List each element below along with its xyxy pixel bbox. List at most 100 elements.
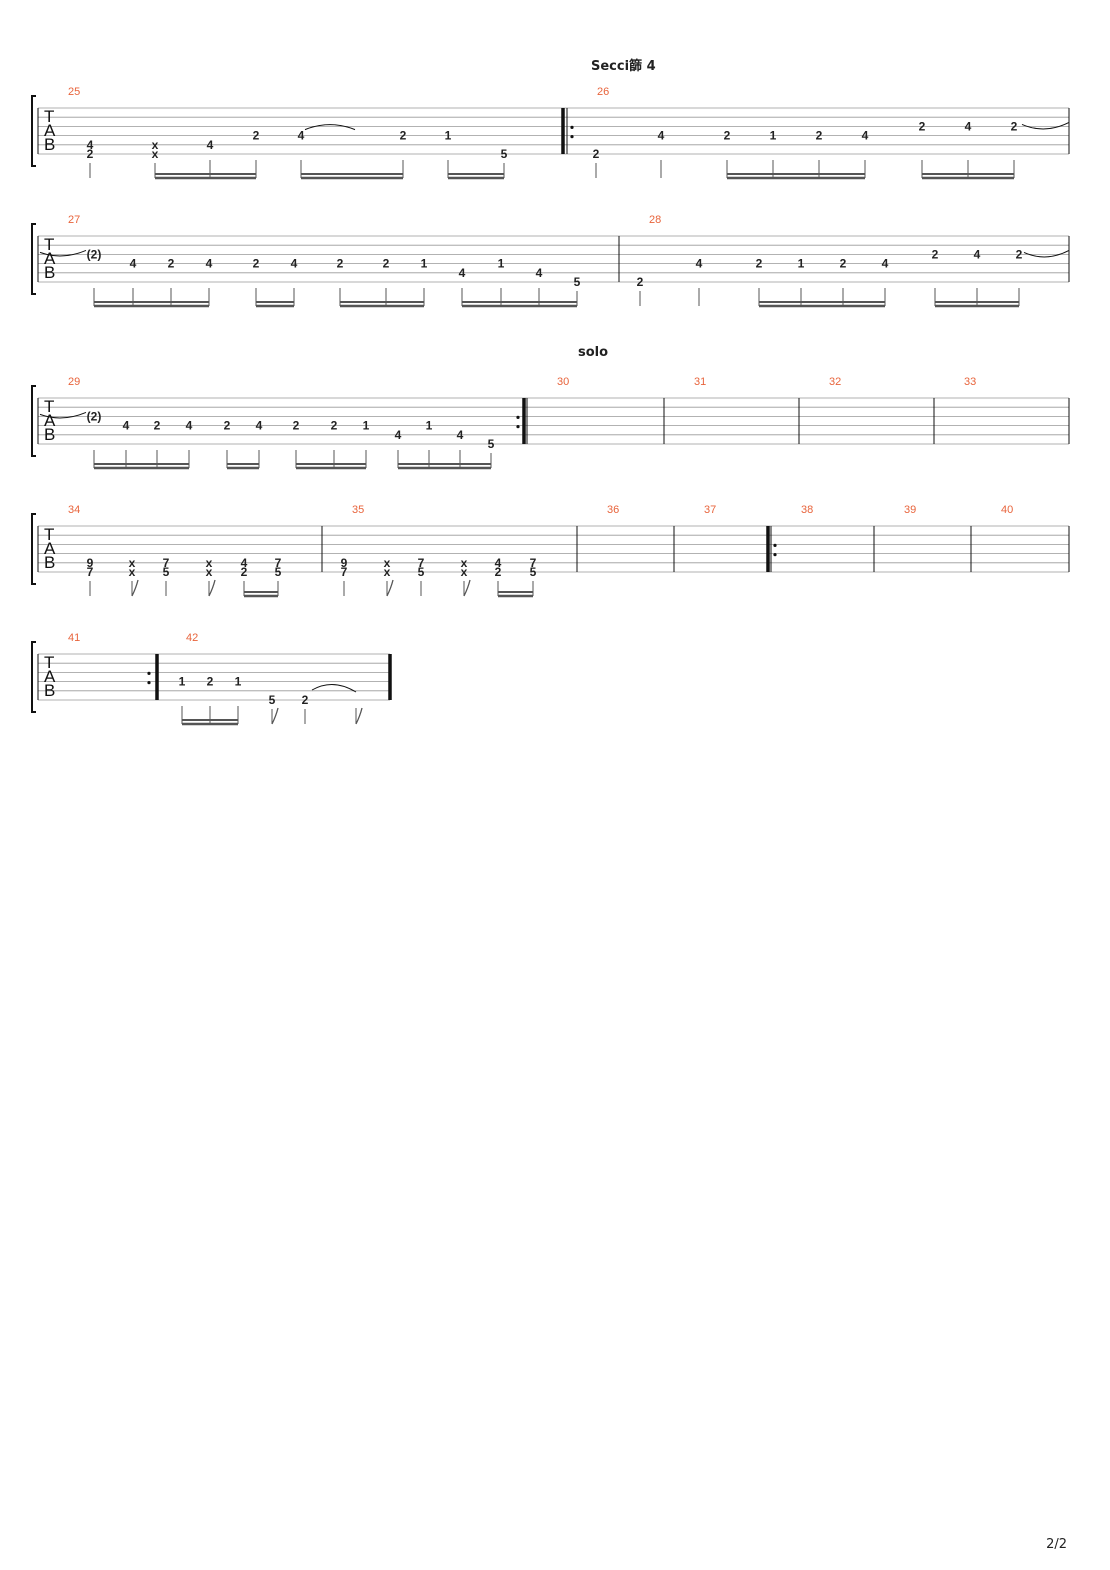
fret-number: 4 xyxy=(87,138,94,152)
fret-number: 7 xyxy=(341,565,348,579)
fret-number: 4 xyxy=(395,428,402,442)
fret-number: 2 xyxy=(1011,119,1018,133)
tab-clef-letter: A xyxy=(44,667,56,686)
fret-number: 2 xyxy=(919,119,926,133)
fret-number: 4 xyxy=(457,428,464,442)
measure-number: 31 xyxy=(694,376,706,388)
measure-number: 28 xyxy=(649,214,661,226)
system-bracket xyxy=(31,513,36,585)
repeat-dot xyxy=(516,425,520,429)
measure-number: 41 xyxy=(68,632,80,644)
fret-number: 7 xyxy=(418,556,425,570)
fret-number: 4 xyxy=(256,419,263,433)
fret-number: 5 xyxy=(530,565,537,579)
fret-number: 5 xyxy=(574,275,581,289)
repeat-dot xyxy=(570,135,574,139)
fret-number: 2 xyxy=(337,257,344,271)
measure-number: 29 xyxy=(68,376,80,388)
fret-number: 4 xyxy=(965,119,972,133)
fret-number: 9 xyxy=(87,556,94,570)
fret-number: 5 xyxy=(163,565,170,579)
fret-number: 2 xyxy=(154,419,161,433)
repeat-dot xyxy=(147,681,151,685)
tab-clef-letter: T xyxy=(44,525,54,544)
fret-number: 2 xyxy=(207,675,214,689)
fret-number: x xyxy=(206,565,213,579)
fret-number: 7 xyxy=(275,556,282,570)
fret-number: 2 xyxy=(87,147,94,161)
fret-number: 2 xyxy=(637,275,644,289)
fret-number: 2 xyxy=(1016,247,1023,261)
fret-number: 4 xyxy=(536,266,543,280)
fret-number: 4 xyxy=(696,257,703,271)
fret-number: 1 xyxy=(363,419,370,433)
note-flag xyxy=(271,707,279,725)
tie-arc xyxy=(1023,249,1070,258)
tab-clef-letter: A xyxy=(44,121,56,140)
tab-clef-letter: B xyxy=(44,681,55,700)
fret-number: 4 xyxy=(974,247,981,261)
tab-clef-letter: B xyxy=(44,553,55,572)
note-flag xyxy=(131,579,139,597)
page-number: 2/2 xyxy=(1046,1537,1067,1552)
tab-clef-letter: A xyxy=(44,411,56,430)
fret-number: 9 xyxy=(341,556,348,570)
fret-number: 4 xyxy=(459,266,466,280)
fret-number: x xyxy=(461,556,468,570)
note-flag xyxy=(355,707,363,725)
measure-number: 34 xyxy=(68,504,80,516)
tie-arc xyxy=(311,684,357,693)
tie-arc xyxy=(304,124,356,131)
fret-number: x xyxy=(384,556,391,570)
fret-number: 2 xyxy=(302,693,309,707)
repeat-dot xyxy=(516,415,520,419)
fret-number: 4 xyxy=(123,419,130,433)
tie-arc xyxy=(1021,121,1070,130)
tab-clef-letter: T xyxy=(44,397,54,416)
fret-number: 4 xyxy=(862,129,869,143)
fret-number: 5 xyxy=(501,147,508,161)
fret-number: 1 xyxy=(498,257,505,271)
measure-number: 32 xyxy=(829,376,841,388)
repeat-dot xyxy=(773,543,777,548)
measure-number: 36 xyxy=(607,504,619,516)
fret-number: (2) xyxy=(87,247,102,261)
section-label-4: Secci篩 4 xyxy=(591,59,656,74)
fret-number: 1 xyxy=(770,129,777,143)
fret-number: 7 xyxy=(530,556,537,570)
fret-number: 1 xyxy=(235,675,242,689)
fret-number: 2 xyxy=(756,257,763,271)
measure-number: 38 xyxy=(801,504,813,516)
fret-number: 4 xyxy=(207,138,214,152)
system-bracket xyxy=(31,385,36,457)
fret-number: x xyxy=(152,147,159,161)
fret-number: (2) xyxy=(87,409,102,423)
measure-number: 25 xyxy=(68,86,80,98)
tab-clef-letter: B xyxy=(44,263,55,282)
fret-number: 1 xyxy=(179,675,186,689)
fret-number: x xyxy=(461,565,468,579)
measure-number: 42 xyxy=(186,632,198,644)
tab-clef-letter: B xyxy=(44,425,55,444)
fret-number: x xyxy=(152,138,159,152)
fret-number: x xyxy=(206,556,213,570)
fret-number: 2 xyxy=(400,129,407,143)
fret-number: 4 xyxy=(130,257,137,271)
measure-number: 33 xyxy=(964,376,976,388)
measure-number: 35 xyxy=(352,504,364,516)
note-flag xyxy=(208,579,216,597)
tie-arc xyxy=(39,249,87,257)
fret-number: 2 xyxy=(224,419,231,433)
tab-clef-letter: A xyxy=(44,539,56,558)
tie-arc xyxy=(39,411,87,419)
fret-number: 2 xyxy=(593,147,600,161)
measure-number: 26 xyxy=(597,86,609,98)
fret-number: 4 xyxy=(291,257,298,271)
measure-number: 40 xyxy=(1001,504,1013,516)
fret-number: 2 xyxy=(168,257,175,271)
